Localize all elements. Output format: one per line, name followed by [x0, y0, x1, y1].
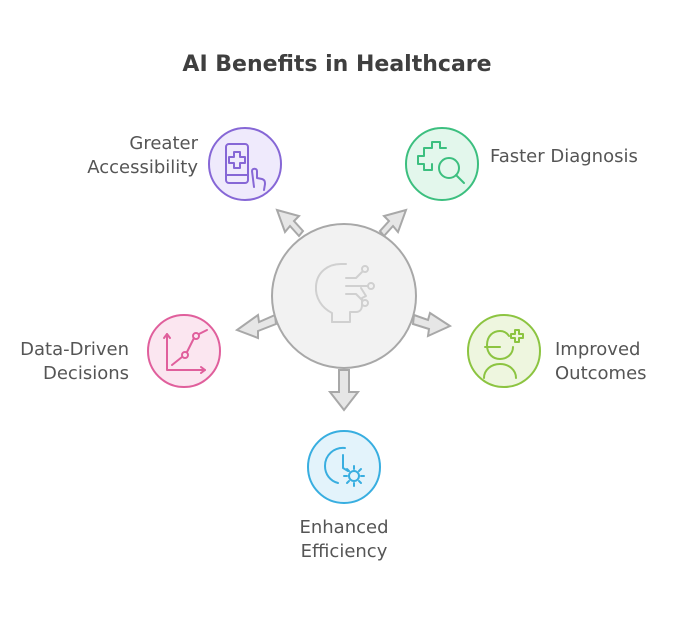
arrow-to-efficiency	[327, 369, 361, 412]
benefit-data-driven-decisions	[147, 314, 221, 388]
label-line: Decisions	[42, 363, 129, 384]
patient-plus-icon	[483, 329, 524, 379]
benefit-circle	[467, 314, 541, 388]
label-line: Accessibility	[87, 157, 198, 178]
label-line: Faster Diagnosis	[490, 146, 638, 167]
ai-head-icon	[314, 263, 375, 323]
diagram-title: AI Benefits in Healthcare	[182, 52, 492, 77]
benefit-greater-accessibility	[208, 127, 282, 201]
benefit-circle	[147, 314, 221, 388]
medical-search-icon	[417, 141, 465, 184]
hub-circle	[271, 223, 417, 369]
label-line: Enhanced	[299, 517, 389, 538]
label-line: Efficiency	[300, 541, 388, 562]
label-improved-outcomes: Improved Outcomes	[555, 338, 647, 386]
label-enhanced-efficiency: Enhanced Efficiency	[244, 516, 444, 564]
arrow-to-outcomes	[411, 311, 453, 338]
benefit-faster-diagnosis	[405, 127, 479, 201]
arrow-to-diagnosis	[378, 208, 408, 238]
arrow-to-accessibility	[275, 208, 305, 238]
benefit-circle	[405, 127, 479, 201]
label-data-driven-decisions: Data-Driven Decisions	[20, 338, 129, 386]
benefit-improved-outcomes	[467, 314, 541, 388]
label-line: Outcomes	[555, 363, 647, 384]
hub	[234, 208, 453, 412]
label-faster-diagnosis: Faster Diagnosis	[490, 145, 638, 169]
arrow-to-decisions	[234, 313, 278, 340]
phone-medical-icon	[225, 143, 266, 191]
benefit-enhanced-efficiency	[307, 430, 381, 504]
label-greater-accessibility: Greater Accessibility	[87, 132, 198, 180]
label-line: Data-Driven	[20, 339, 129, 360]
clock-gear-icon	[324, 446, 365, 487]
line-chart-icon	[163, 329, 208, 374]
label-line: Greater	[129, 133, 198, 154]
label-line: Improved	[555, 339, 641, 360]
